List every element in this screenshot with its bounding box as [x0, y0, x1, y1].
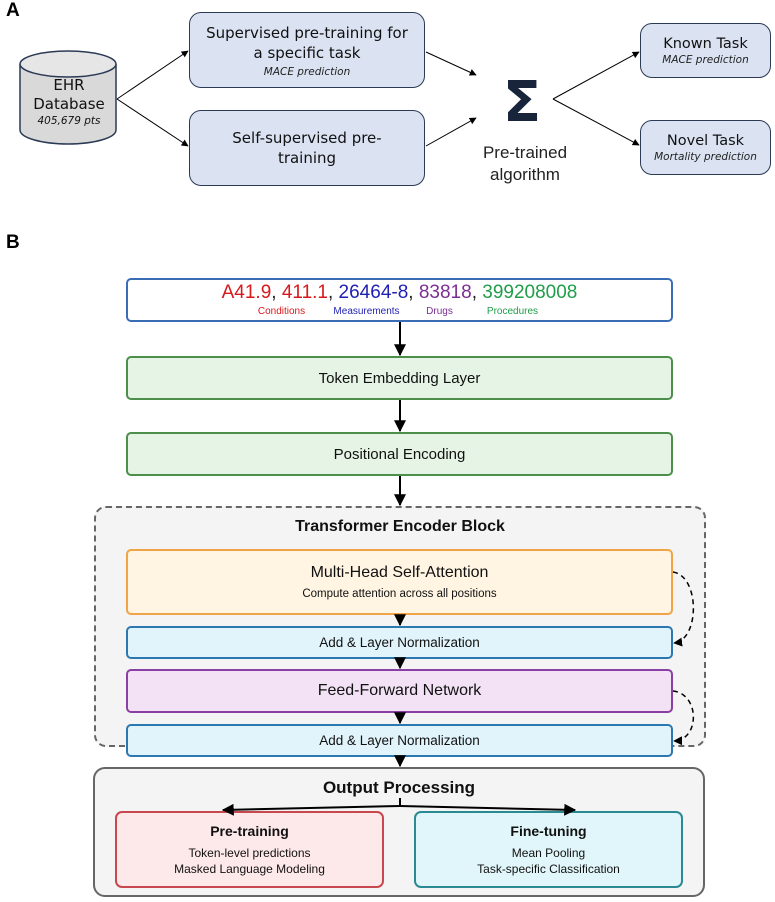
- finetuning-title: Fine-tuning: [510, 822, 587, 839]
- arrow-db-to-supervised: [116, 50, 189, 100]
- positional-encoding-layer: Positional Encoding: [126, 432, 673, 476]
- panel-b-label: B: [6, 232, 20, 253]
- token-embedding-layer: Token Embedding Layer: [126, 356, 673, 400]
- legend-drugs: Drugs: [426, 306, 453, 317]
- arrow-supervised-to-sigma: [425, 51, 477, 76]
- add-layer-norm-1: Add & Layer Normalization: [126, 626, 673, 659]
- mhsa-subtitle: Compute attention across all positions: [302, 588, 497, 600]
- finetuning-line2: Task-specific Classification: [477, 861, 620, 876]
- token-separator: ,: [327, 282, 339, 303]
- novel-task-subtitle: Mortality prediction: [654, 151, 757, 163]
- sigma-icon: Σ: [502, 70, 542, 135]
- input-tokens-box: A41.9, 411.1, 26464-8, 83818, 399208008 …: [126, 278, 673, 322]
- pretraining-title: Pre-training: [210, 822, 289, 839]
- arrow-selfsupervised-to-sigma: [425, 117, 477, 147]
- pretraining-output-box: Pre-training Token-level predictions Mas…: [115, 811, 384, 888]
- pretrained-algorithm-label: Pre-trained algorithm: [470, 142, 580, 186]
- database-title-line1: EHR: [53, 76, 85, 94]
- input-token-sequence: A41.9, 411.1, 26464-8, 83818, 399208008: [222, 282, 578, 304]
- encoder-title: Transformer Encoder Block: [295, 518, 505, 535]
- mhsa-title: Multi-Head Self-Attention: [310, 564, 489, 581]
- pretraining-line1: Token-level predictions: [188, 845, 311, 860]
- known-task-box: Known Task MACE prediction: [640, 23, 771, 78]
- output-processing-title: Output Processing: [322, 778, 476, 797]
- arrow-db-to-selfsupervised: [116, 98, 189, 147]
- self-supervised-pretraining-box: Self-supervised pre-training: [189, 110, 425, 186]
- input-token: 411.1: [281, 282, 328, 303]
- finetuning-output-box: Fine-tuning Mean Pooling Task-specific C…: [414, 811, 683, 888]
- known-task-title: Known Task: [663, 36, 748, 52]
- database-subtitle: 405,679 pts: [37, 115, 101, 127]
- token-separator: ,: [471, 282, 483, 303]
- novel-task-box: Novel Task Mortality prediction: [640, 120, 771, 175]
- arrow-sigma-to-novel: [552, 98, 640, 146]
- database-title-line2: Database: [33, 95, 105, 113]
- supervised-pretraining-subtitle: MACE prediction: [263, 65, 351, 78]
- feed-forward-network-box: Feed-Forward Network: [126, 669, 673, 713]
- token-type-legend: Conditions Measurements Drugs Procedures: [242, 306, 558, 318]
- self-supervised-pretraining-title: Self-supervised pre-training: [232, 129, 382, 167]
- finetuning-line1: Mean Pooling: [511, 845, 586, 860]
- supervised-pretraining-title: Supervised pre-training for a specific t…: [206, 23, 408, 62]
- pretrained-label-line2: algorithm: [490, 165, 560, 184]
- input-token: A41.9: [221, 282, 272, 303]
- novel-task-title: Novel Task: [666, 133, 745, 149]
- input-token: 399208008: [482, 282, 578, 303]
- panel-a-label: A: [6, 0, 20, 21]
- add-layer-norm-2: Add & Layer Normalization: [126, 724, 673, 757]
- legend-procedures: Procedures: [486, 306, 539, 317]
- legend-conditions: Conditions: [257, 306, 306, 317]
- database-cylinder-icon: [19, 50, 117, 145]
- token-separator: ,: [408, 282, 419, 303]
- multi-head-self-attention-box: Multi-Head Self-Attention Compute attent…: [126, 549, 673, 615]
- input-token: 83818: [418, 282, 472, 303]
- pretrained-label-line1: Pre-trained: [482, 143, 568, 162]
- legend-measurements: Measurements: [333, 306, 400, 317]
- supervised-pretraining-box: Supervised pre-training for a specific t…: [189, 12, 425, 88]
- known-task-subtitle: MACE prediction: [662, 54, 749, 66]
- arrow-sigma-to-known: [552, 51, 640, 100]
- pretraining-line2: Masked Language Modeling: [174, 861, 325, 876]
- input-token: 26464-8: [338, 282, 409, 303]
- database-label: EHR Database 405,679 pts: [20, 76, 118, 128]
- token-separator: ,: [271, 282, 282, 303]
